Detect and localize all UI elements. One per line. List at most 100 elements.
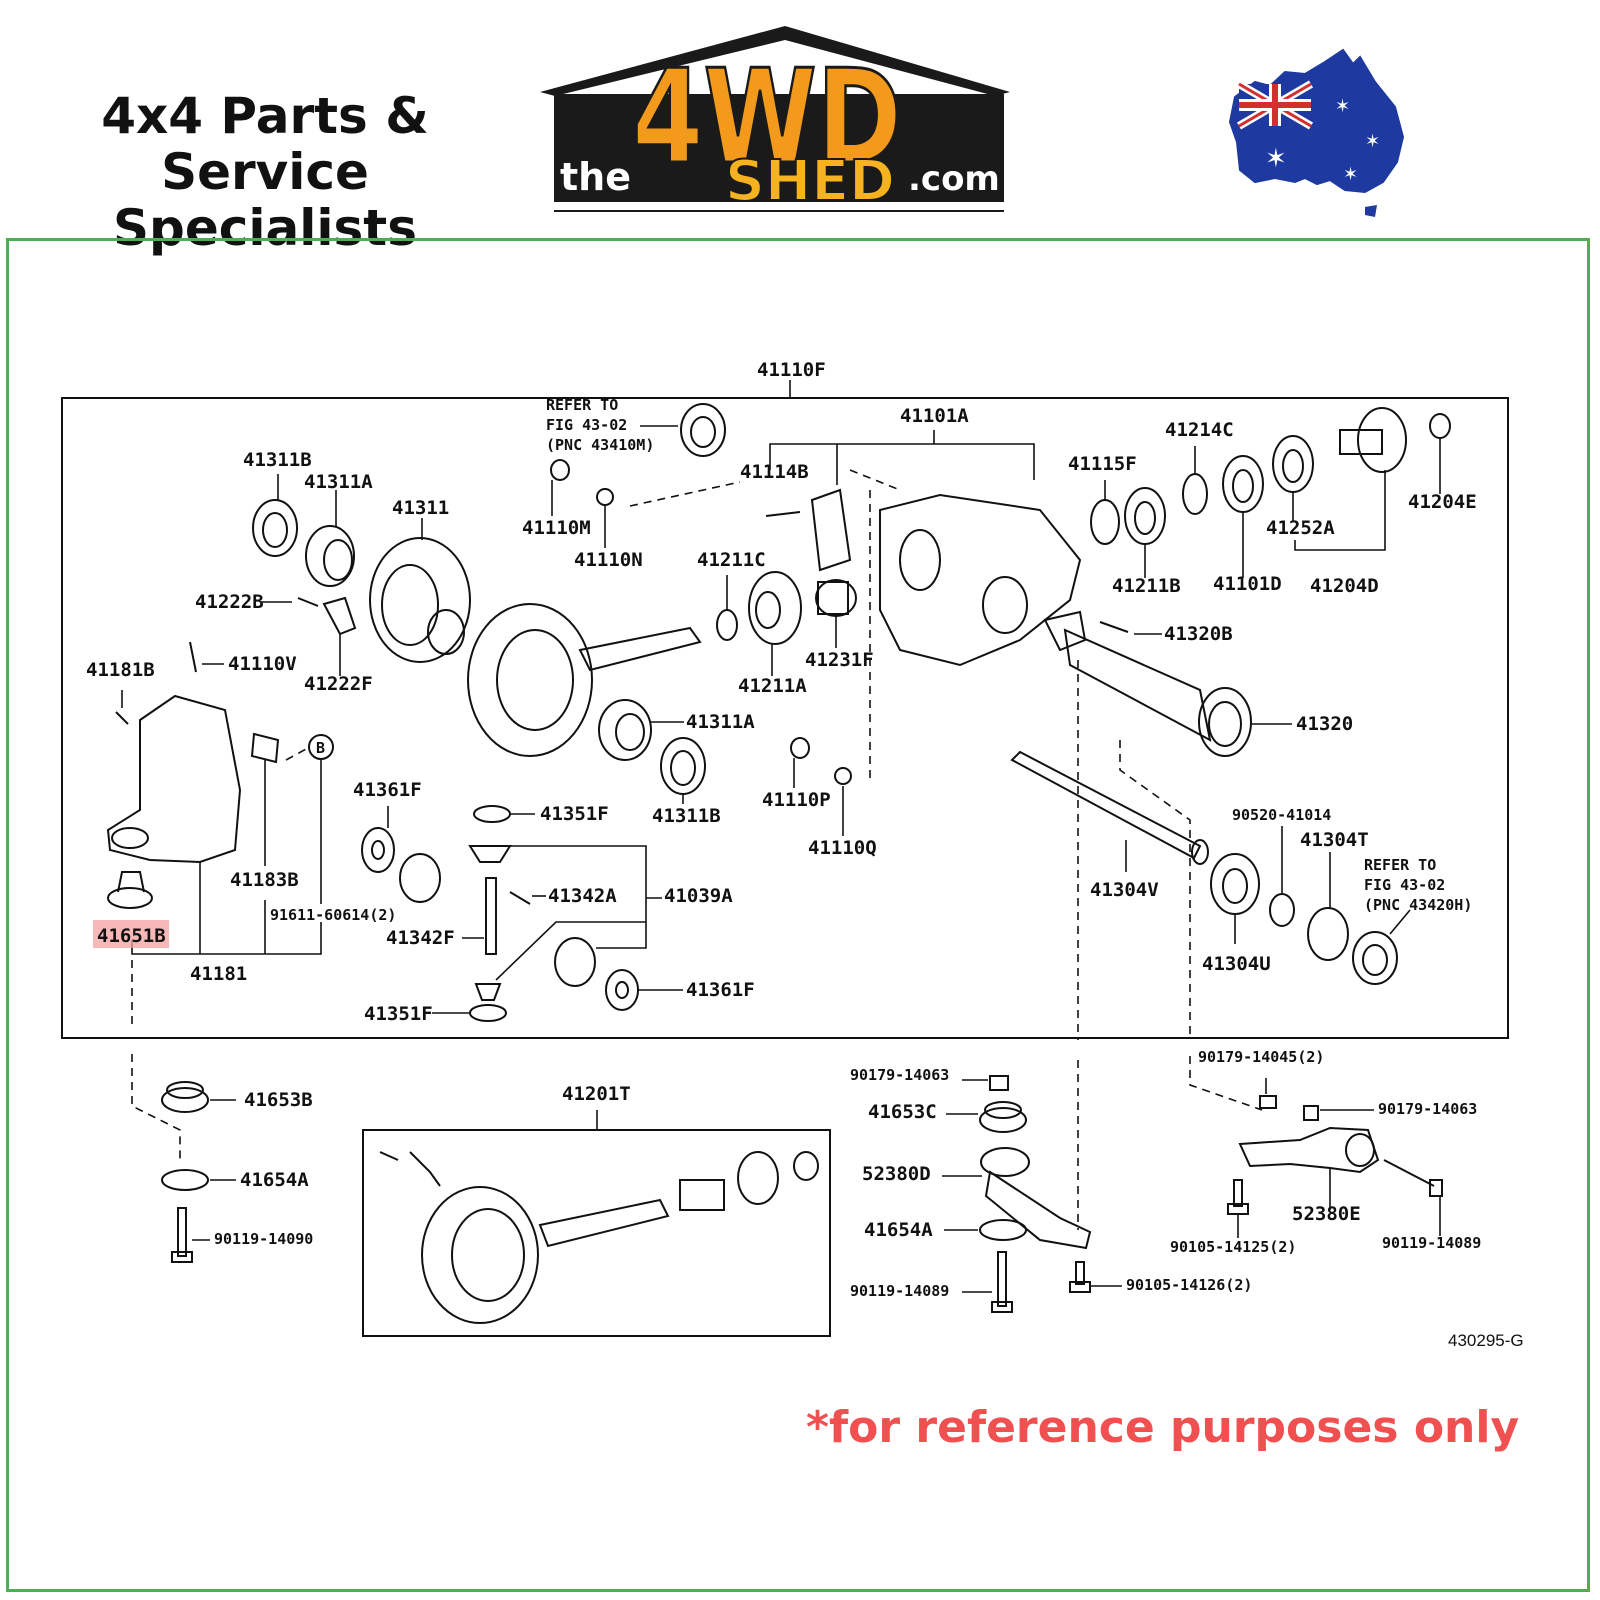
label-41231F: 41231F: [805, 649, 874, 671]
label-41110P: 41110P: [762, 789, 831, 811]
label-90119-14090: 90119-14090: [214, 1230, 313, 1248]
label-41039A: 41039A: [664, 885, 733, 907]
seal-41101D: [1222, 455, 1264, 513]
label-41183B: 41183B: [230, 869, 299, 891]
bearing-41304U: [1210, 853, 1260, 915]
bearing-41211B: [1124, 487, 1166, 545]
label-90179-14063-a: 90179-14063: [850, 1066, 949, 1084]
cushion-41654A-mid: [979, 1219, 1027, 1241]
label-90105-14125: 90105-14125(2): [1170, 1238, 1296, 1256]
label-41351F-bottom: 41351F: [364, 1003, 433, 1025]
cushion-41654A-left: [161, 1169, 209, 1191]
label-41110F: 41110F: [757, 359, 826, 381]
seal-ref-43420H: [1352, 931, 1398, 985]
bearing-41211A: [748, 571, 802, 645]
logo-suffix: .com: [908, 159, 1000, 199]
label-41204E: 41204E: [1408, 491, 1477, 513]
label-41304V: 41304V: [1090, 879, 1159, 901]
snap-ring-41304T: [1307, 907, 1349, 961]
label-52380E: 52380E: [1292, 1203, 1361, 1225]
washer-41351F-bottom: [469, 1004, 507, 1022]
label-41653C: 41653C: [868, 1101, 937, 1123]
label-41304U: 41304U: [1202, 953, 1271, 975]
bolt-41320B: [1099, 621, 1129, 633]
bolt-90105-14125: [1227, 1179, 1249, 1215]
label-41114B: 41114B: [740, 461, 809, 483]
refer-2-line-2: FIG 43-02: [1364, 876, 1445, 894]
shaft-41342F: [485, 877, 497, 955]
logo-prefix: the: [560, 155, 631, 199]
plug-41110M: [550, 459, 570, 481]
label-41110V: 41110V: [228, 653, 297, 675]
svg-text:✶: ✶: [1343, 164, 1358, 185]
ring-pinion-kit-41201T: [379, 1151, 819, 1324]
label-90119-14089-b: 90119-14089: [1382, 1234, 1481, 1252]
gasket-41110Q: [834, 767, 852, 785]
label-90179-14045: 90179-14045(2): [1198, 1048, 1324, 1066]
label-41115F: 41115F: [1068, 453, 1137, 475]
label-41101A: 41101A: [900, 405, 969, 427]
label-41201T: 41201T: [562, 1083, 631, 1105]
label-90520-41014: 90520-41014: [1232, 806, 1331, 824]
label-41651B: 41651B: [97, 925, 166, 947]
label-41311B-top: 41311B: [243, 449, 312, 471]
bolt-90119-14089-a: [991, 1251, 1013, 1313]
differential-case-41311: [369, 537, 471, 663]
label-41311B-lower: 41311B: [652, 805, 721, 827]
svg-text:✶: ✶: [1335, 96, 1350, 117]
label-41304T: 41304T: [1300, 829, 1369, 851]
label-41311A-top: 41311A: [304, 471, 373, 493]
nut-41204E: [1429, 413, 1451, 439]
circle-b-marker: [308, 734, 334, 760]
bearing-41311A: [305, 525, 355, 587]
ring-pinion-gear: [467, 603, 702, 757]
label-41351F-top: 41351F: [540, 803, 609, 825]
refer-2-line-3: (PNC 43420H): [1364, 896, 1472, 914]
label-41214C: 41214C: [1165, 419, 1234, 441]
bearing-41252A: [1272, 435, 1314, 493]
tagline-line-2: Specialists: [113, 199, 417, 257]
label-41320B: 41320B: [1164, 623, 1233, 645]
label-52380D: 52380D: [862, 1163, 931, 1185]
label-41311: 41311: [392, 497, 449, 519]
refer-1-line-3: (PNC 43410M): [546, 436, 654, 454]
logo-mark: 4WD: [632, 41, 902, 193]
nut-90179-14063-a: [989, 1075, 1009, 1091]
label-41311A-lower: 41311A: [686, 711, 755, 733]
spacer-41211C: [716, 609, 738, 641]
bracket-52380E: [1238, 1126, 1380, 1174]
label-41320: 41320: [1296, 713, 1353, 735]
diagram-frame: [6, 238, 1590, 1592]
bolt-90119-14090: [171, 1207, 193, 1263]
svg-text:✶: ✶: [1365, 131, 1380, 152]
washer-41361F-bottom: [605, 969, 639, 1011]
spacer-41231F: [815, 579, 857, 617]
label-41204D: 41204D: [1310, 575, 1379, 597]
australia-map-flag-icon: ✶ ✶ ✶ ✶: [1228, 48, 1405, 217]
seal-41311B-lower: [660, 737, 706, 795]
label-41181B: 41181B: [86, 659, 155, 681]
axle-tube-41320: [1043, 610, 1252, 757]
bolt-90119-14089-b: [1383, 1159, 1443, 1197]
label-90179-14063-b: 90179-14063: [1378, 1100, 1477, 1118]
tagline-line-1: 4x4 Parts & Service: [101, 87, 429, 201]
label-41211C: 41211C: [697, 549, 766, 571]
refer-1-line-1: REFER TO: [546, 396, 618, 414]
washer-41361F-top: [361, 827, 395, 873]
cushion-41653C: [979, 1101, 1027, 1133]
carrier-housing-41101A: [879, 493, 1082, 667]
pin-41342A: [509, 891, 531, 905]
label-41211B: 41211B: [1112, 575, 1181, 597]
pinion-gear-top: [468, 845, 512, 863]
snap-ring-90520: [1269, 893, 1295, 927]
label-41101D: 41101D: [1213, 573, 1282, 595]
plug-41110P: [790, 737, 810, 759]
label-41110N: 41110N: [574, 549, 643, 571]
label-41110Q: 41110Q: [808, 837, 877, 859]
nut-90179-14045: [1259, 1095, 1277, 1109]
reference-note: *for reference purposes only: [806, 1402, 1520, 1453]
label-41654A-mid: 41654A: [864, 1219, 933, 1241]
logo-word: SHED: [725, 149, 895, 214]
axle-shaft-41304V: [1010, 750, 1209, 865]
